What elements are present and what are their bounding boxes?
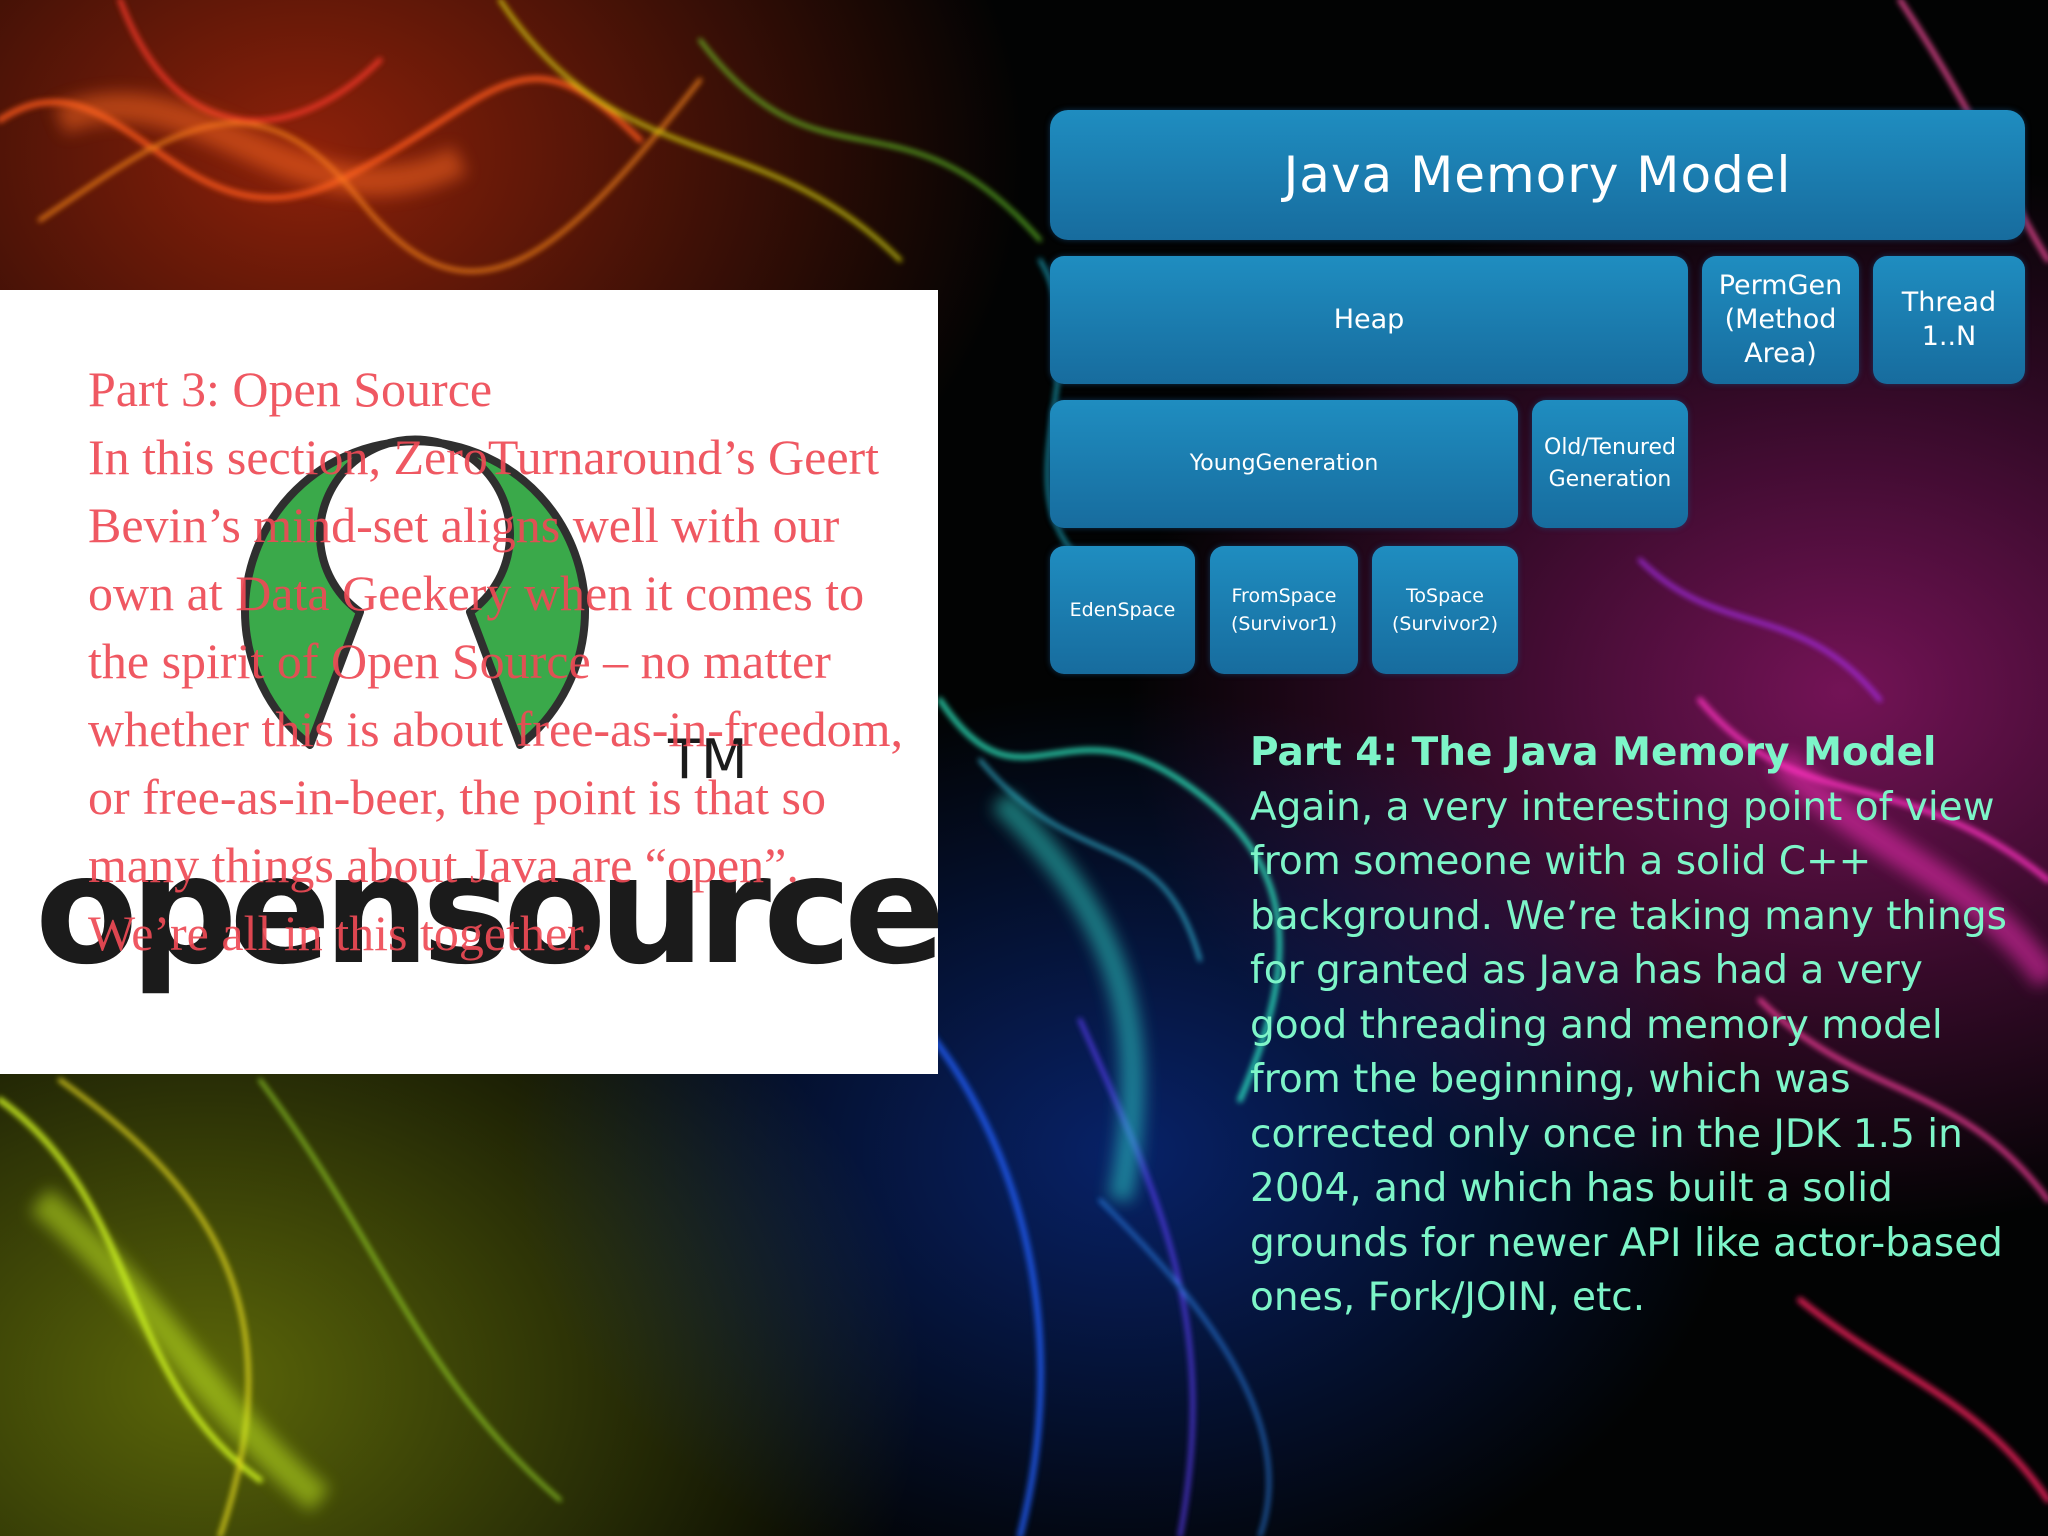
- open-source-card: opensource TM Part 3: Open Source In thi…: [0, 290, 938, 1074]
- trademark-mark: TM: [667, 728, 748, 791]
- to-space-box: ToSpace (Survivor2): [1372, 546, 1518, 674]
- open-source-ring-icon: [241, 435, 589, 749]
- part4-body: Again, a very interesting point of view …: [1250, 784, 2007, 1321]
- open-source-logo-text: opensource: [35, 824, 938, 998]
- young-generation-box: YoungGeneration: [1050, 400, 1518, 528]
- part3-text-block: Part 3: Open Source In this section, Zer…: [88, 355, 928, 967]
- diagram-title: Java Memory Model: [1050, 110, 2025, 240]
- heap-box: Heap: [1050, 256, 1688, 384]
- part3-title: Part 3: Open Source: [88, 361, 493, 417]
- java-memory-model-diagram: Java Memory Model Heap PermGen (Method A…: [1050, 110, 2025, 680]
- open-source-logo: opensource TM: [35, 435, 938, 998]
- part4-title: Part 4: The Java Memory Model: [1250, 730, 1937, 775]
- part3-body: In this section, ZeroTurnaround’s Geert …: [88, 429, 916, 961]
- part4-text-block: Part 4: The Java Memory Model Again, a v…: [1250, 726, 2030, 1326]
- eden-space-box: EdenSpace: [1050, 546, 1195, 674]
- permgen-box: PermGen (Method Area): [1702, 256, 1859, 384]
- old-generation-box: Old/Tenured Generation: [1532, 400, 1688, 528]
- from-space-box: FromSpace (Survivor1): [1210, 546, 1358, 674]
- thread-box: Thread 1..N: [1873, 256, 2025, 384]
